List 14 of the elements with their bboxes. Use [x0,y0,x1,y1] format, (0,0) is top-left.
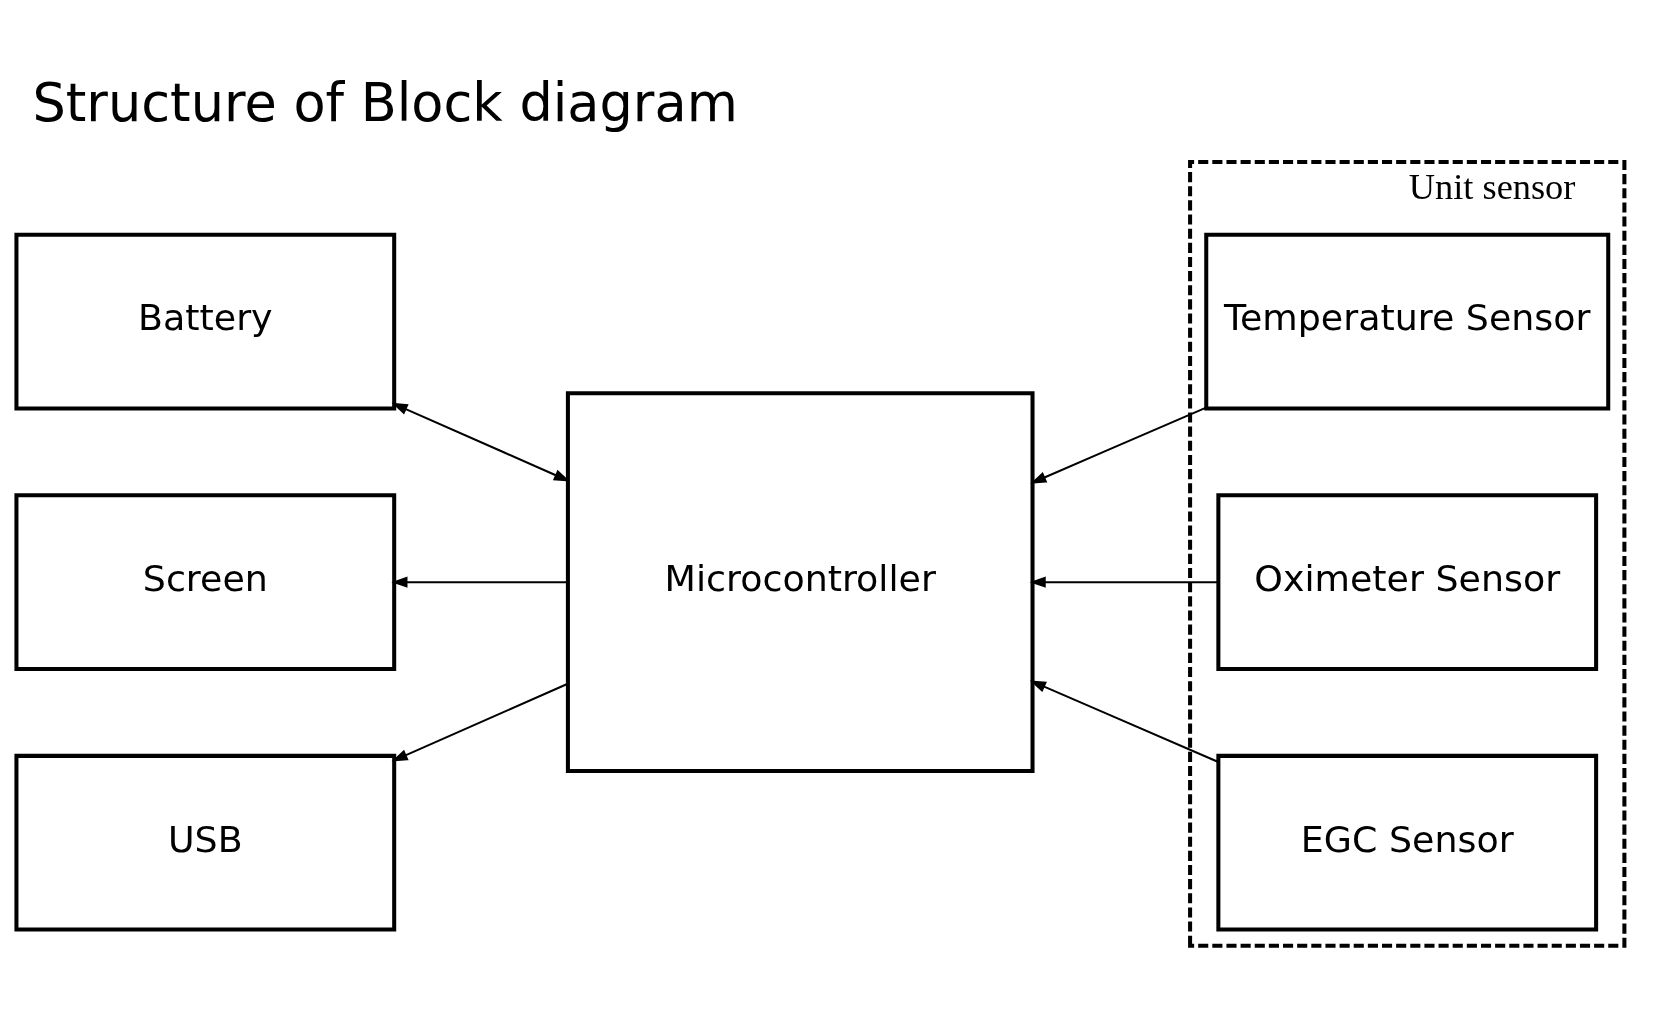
node-box: Temperature Sensor [1204,232,1611,410]
node-box: Microcontroller [565,390,1035,773]
node-box: Screen [14,492,397,671]
node-box: USB [14,753,397,932]
arrow [1029,680,1219,763]
node-box: Oximeter Sensor [1216,492,1599,671]
diagram-title: Structure of Block diagram [32,71,738,133]
arrow [391,682,568,761]
arrow [391,402,571,481]
node-box: EGC Sensor [1216,753,1599,932]
node-box: Battery [14,232,397,410]
arrow [391,576,568,588]
arrow [1030,406,1207,484]
arrow [1029,576,1218,588]
